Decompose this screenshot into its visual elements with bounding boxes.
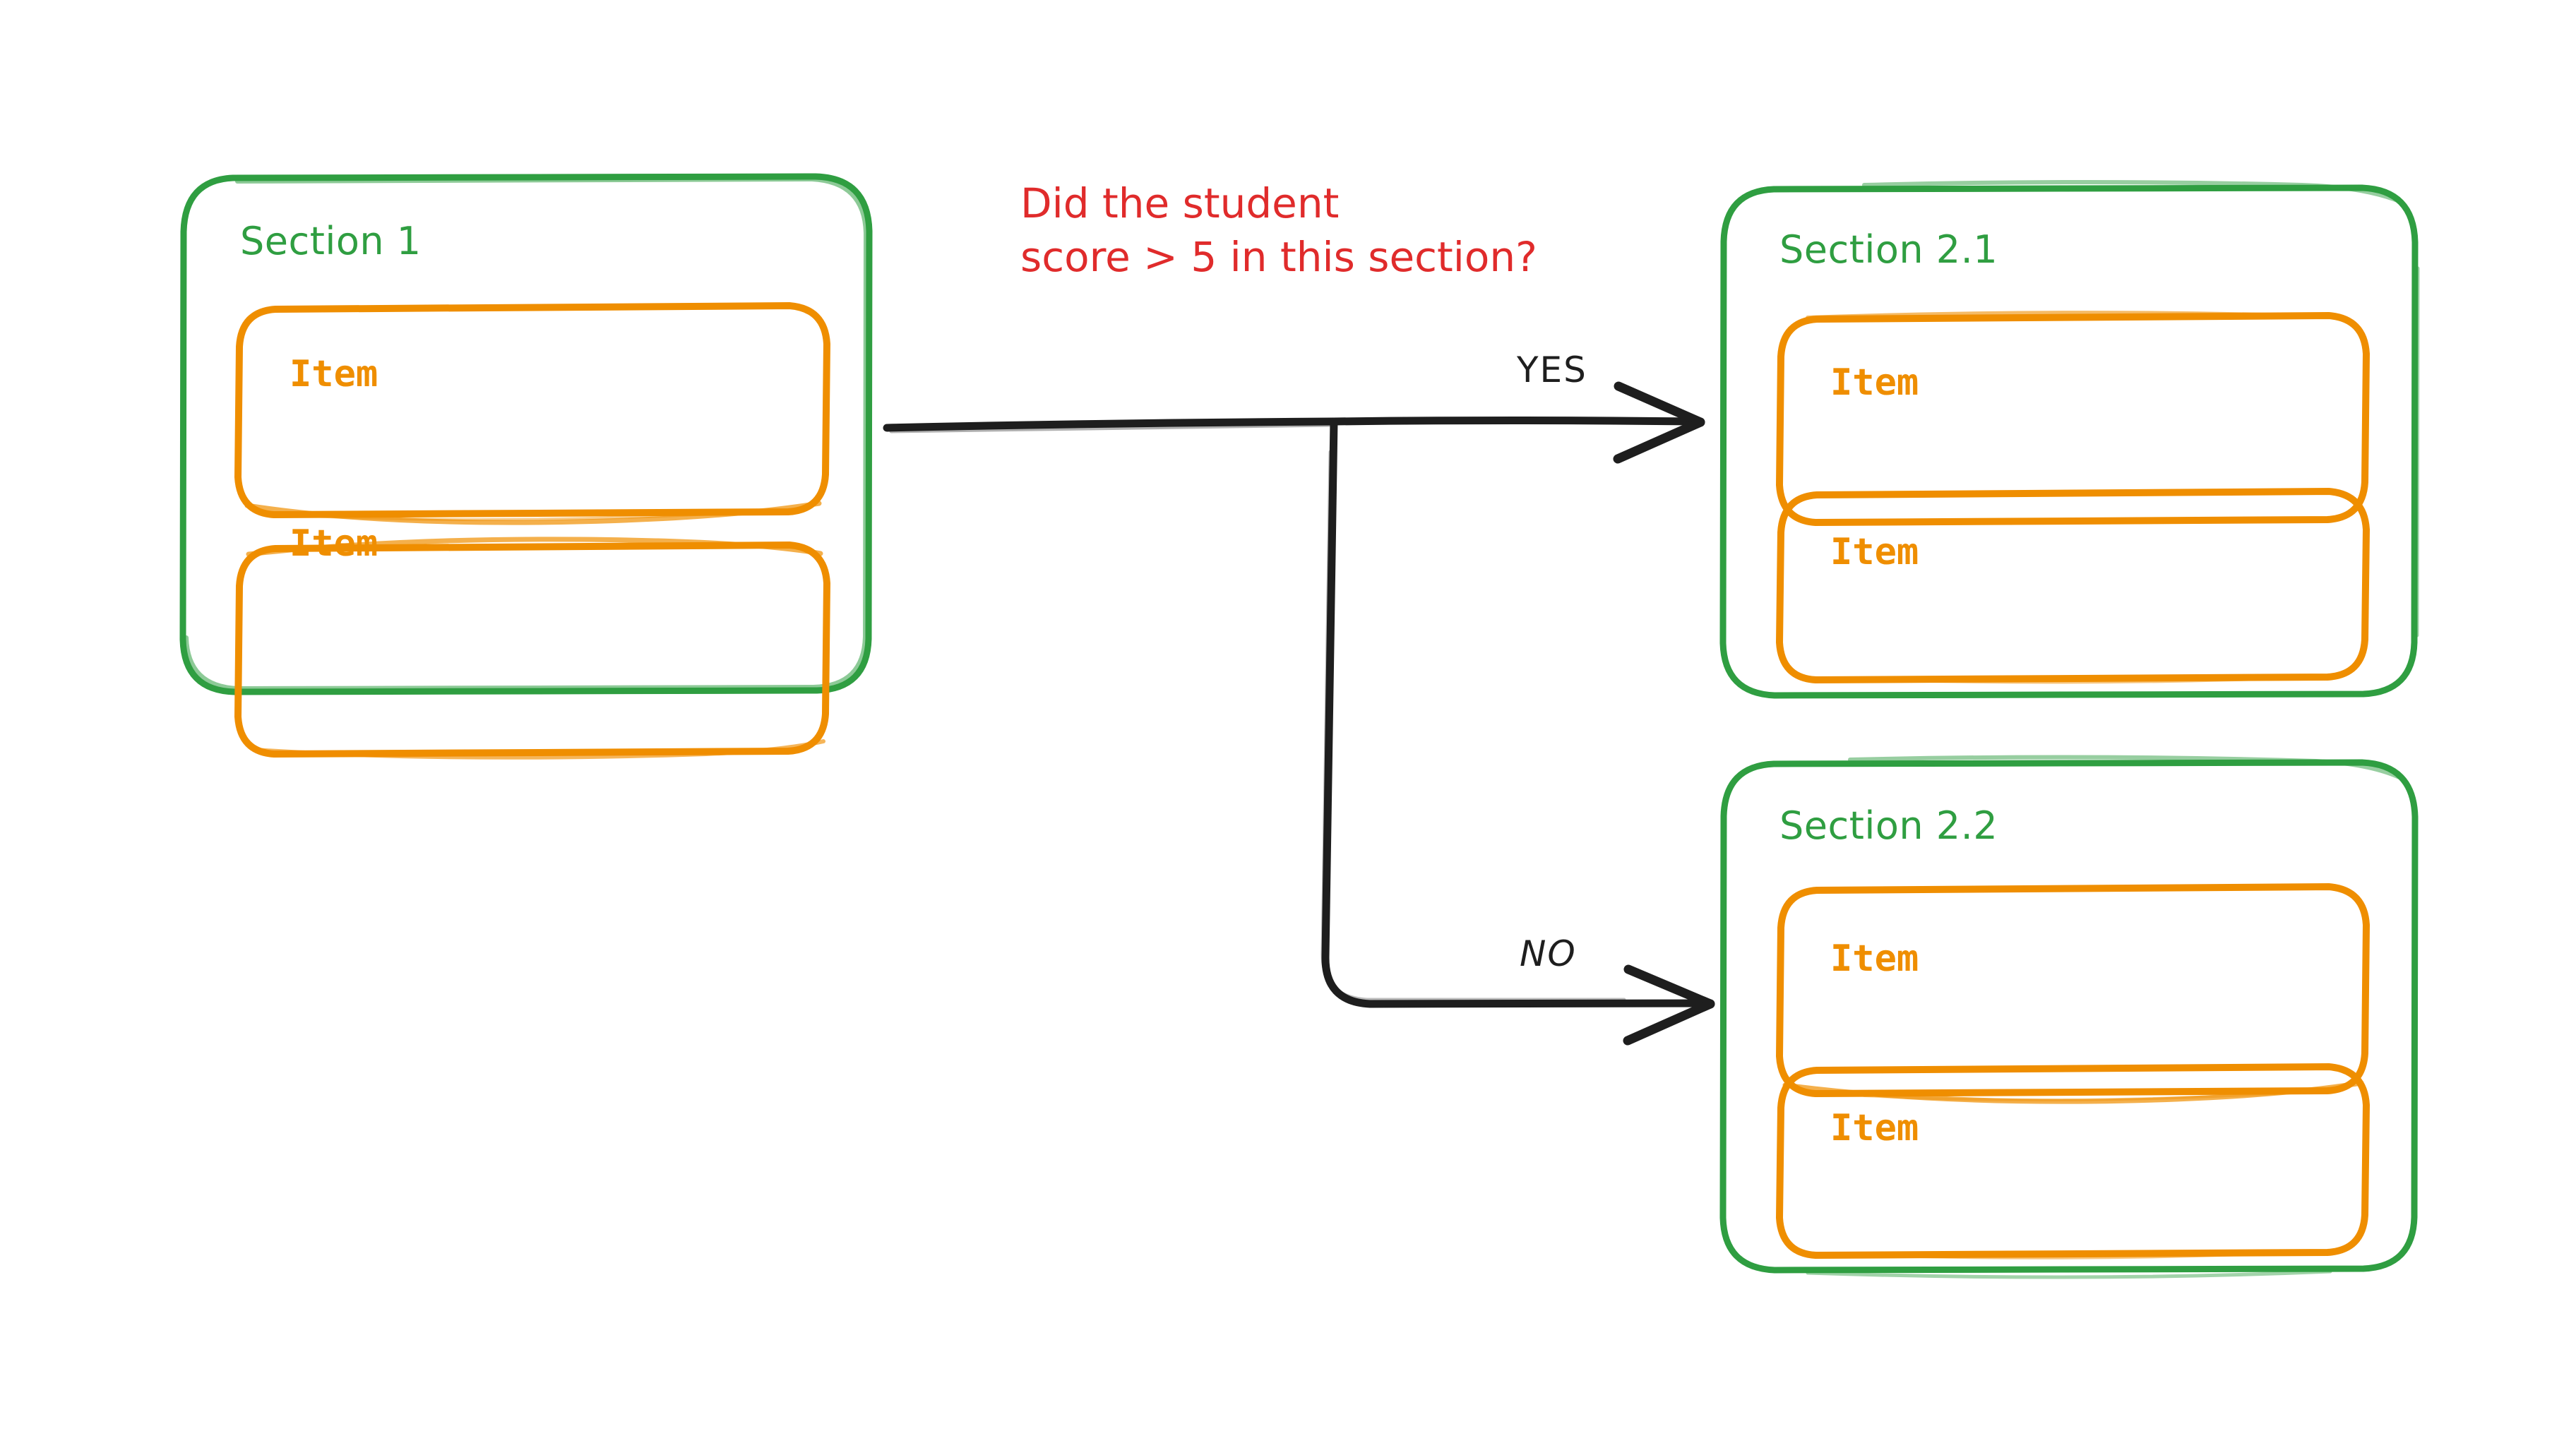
section-2-2-title: Section 2.2 bbox=[1779, 803, 1998, 848]
section-2-1-border bbox=[1719, 180, 2420, 699]
section-2-2-border bbox=[1719, 755, 2419, 1279]
yes-branch-label: YES bbox=[1517, 349, 1587, 390]
section-2-2-item-2-label: Item bbox=[1830, 1107, 1919, 1149]
decision-question-line-2: score > 5 in this section? bbox=[1020, 233, 1537, 281]
section-2-1-item-2-border[interactable] bbox=[1776, 488, 2370, 684]
section-2-2-item-1-label: Item bbox=[1830, 938, 1919, 980]
section-1-border bbox=[179, 173, 873, 695]
decision-arrow-trunk bbox=[883, 417, 1338, 433]
section-1-title: Section 1 bbox=[240, 219, 422, 263]
section-1-item-2-border[interactable] bbox=[234, 537, 830, 760]
section-2-1-title: Section 2.1 bbox=[1779, 227, 1998, 272]
section-2-2-item-2-border[interactable] bbox=[1776, 1063, 2370, 1260]
yes-branch-arrow bbox=[1330, 381, 1705, 464]
no-branch-label: NO bbox=[1520, 933, 1577, 974]
section-2-1-item-2-label: Item bbox=[1830, 531, 1919, 573]
decision-question-line-1: Did the student bbox=[1020, 179, 1340, 227]
section-1-item-2-label: Item bbox=[290, 522, 378, 565]
section-1-item-1-border[interactable] bbox=[234, 302, 830, 525]
section-2-1-item-1-label: Item bbox=[1830, 361, 1919, 404]
section-1-item-1-label: Item bbox=[290, 353, 378, 395]
decision-question: Did the student score > 5 in this sectio… bbox=[1020, 176, 1628, 284]
section-2-2-item-1-border[interactable] bbox=[1776, 883, 2370, 1104]
section-2-1-item-1-border[interactable] bbox=[1776, 311, 2370, 526]
no-branch-arrow bbox=[1320, 417, 1715, 1046]
